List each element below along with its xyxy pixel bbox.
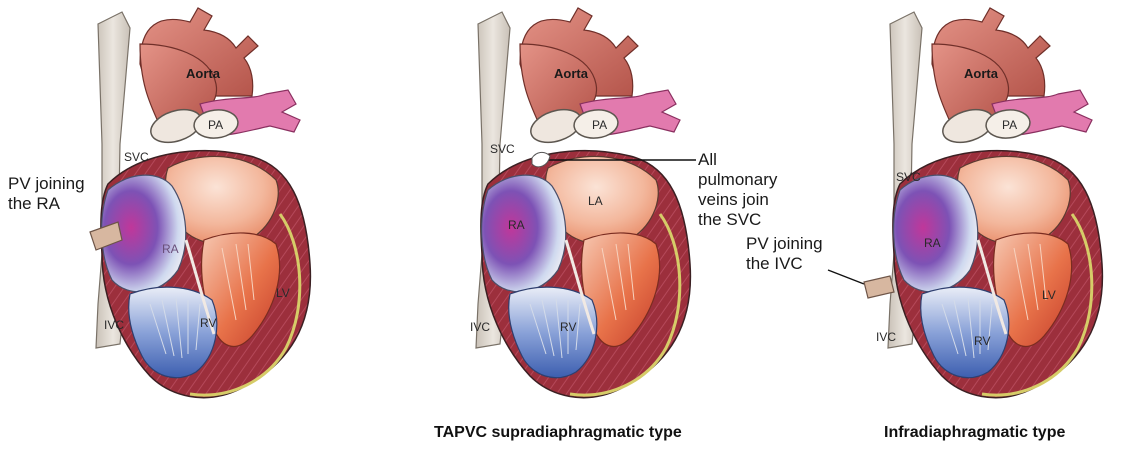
caption-infradiaphragmatic: Infradiaphragmatic type <box>884 424 1065 442</box>
label-rv: RV <box>560 320 576 334</box>
label-la: LA <box>588 194 603 208</box>
label-lv: LV <box>1042 288 1056 302</box>
label-ivc: IVC <box>104 318 124 332</box>
label-svc: SVC <box>896 170 921 184</box>
label-rv: RV <box>974 334 990 348</box>
label-aorta: Aorta <box>964 66 998 81</box>
label-pa: PA <box>592 118 607 132</box>
label-aorta: Aorta <box>186 66 220 81</box>
label-lv: LV <box>276 286 290 300</box>
pointer-line <box>828 270 864 284</box>
annotation-line-1: All pulmonary <box>698 150 792 190</box>
label-ra: RA <box>508 218 525 232</box>
annotation-line-2: the RA <box>8 194 85 214</box>
label-ivc: IVC <box>876 330 896 344</box>
annotation-pv-joining-ra: PV joining the RA <box>8 174 85 214</box>
annotation-all-pv-join-svc: All pulmonary veins join the SVC <box>698 150 792 230</box>
label-pa: PA <box>1002 118 1017 132</box>
pulmonary-vein-stub <box>864 276 894 298</box>
label-ra: RA <box>162 242 179 256</box>
caption-supradiaphragmatic: TAPVC supradiaphragmatic type <box>434 424 682 442</box>
annotation-line-2: the IVC <box>746 254 823 274</box>
panel-infradiaphragmatic: Aorta PA SVC RA LV RV IVC PV joining the… <box>780 0 1128 452</box>
annotation-pv-joining-ivc: PV joining the IVC <box>746 234 823 274</box>
label-aorta: Aorta <box>554 66 588 81</box>
label-rv: RV <box>200 316 216 330</box>
annotation-line-1: PV joining <box>746 234 823 254</box>
panel-pv-joining-ra: Aorta PA SVC RA LV RV IVC PV joining the… <box>0 0 360 452</box>
heart-diagram-3 <box>780 0 1128 452</box>
label-ra: RA <box>924 236 941 250</box>
label-svc: SVC <box>490 142 515 156</box>
heart-diagram-1 <box>0 0 360 452</box>
annotation-line-3: the SVC <box>698 210 792 230</box>
panel-supradiaphragmatic: Aorta PA SVC RA LA RV IVC All pulmonary … <box>372 0 792 452</box>
annotation-line-1: PV joining <box>8 174 85 194</box>
label-svc: SVC <box>124 150 149 164</box>
label-ivc: IVC <box>470 320 490 334</box>
annotation-line-2: veins join <box>698 190 792 210</box>
label-pa: PA <box>208 118 223 132</box>
